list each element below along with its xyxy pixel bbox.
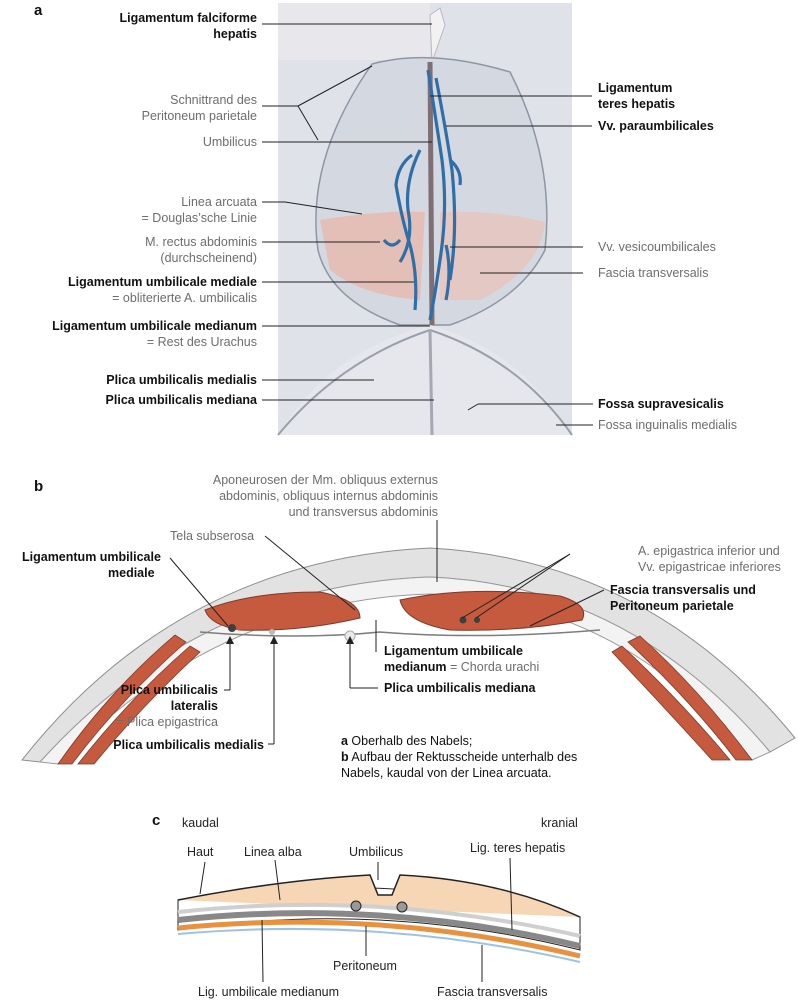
label-plica-medialis-b: Plica umbilicalis medialis [113, 737, 264, 753]
label-umbilicus: Umbilicus [203, 134, 257, 150]
label-plica-lateralis: Plica umbilicalis lateralis = Plica epig… [116, 682, 218, 730]
label-linea-arcuata: Linea arcuata = Douglas’sche Linie [142, 194, 257, 226]
caption-text: Nabels, kaudal von der Linea arcuata. [341, 766, 552, 780]
label-plica-mediana-b: Plica umbilicalis mediana [384, 680, 535, 696]
label-line: Fascia transversalis [598, 266, 709, 280]
label-haut: Haut [187, 845, 214, 859]
label-linea-alba: Linea alba [244, 845, 302, 859]
label-line: Vv. paraumbilicales [598, 119, 714, 133]
label-line: = Plica epigastrica [116, 715, 218, 729]
label-line: Peritoneum parietale [141, 109, 257, 123]
label-kranial: kranial [541, 816, 578, 830]
panel-c-letter: c [152, 812, 161, 829]
label-line: = Rest des Urachus [146, 335, 257, 349]
label-line: Fascia transversalis und [610, 583, 756, 597]
label-line: Ligamentum falciforme [119, 11, 257, 25]
label-line: Aponeurosen der Mm. obliquus externus [212, 473, 438, 487]
label-line: mediale [108, 566, 155, 580]
label-line: abdominis, obliquus internus abdominis [219, 489, 438, 503]
label-line: Linea arcuata [181, 195, 257, 209]
label-fossa-supravesicalis: Fossa supravesicalis [598, 396, 724, 412]
label-lig-teres: Ligamentum teres hepatis [598, 80, 675, 112]
panel-c-layers [177, 874, 581, 963]
label-fascia-transversalis-a: Fascia transversalis [598, 265, 708, 281]
label-lig-umb-mediale: Ligamentum umbilicale mediale = obliteri… [68, 274, 257, 306]
caption-letter: a [341, 734, 348, 748]
label-vv-vesicoumbilicales: Vv. vesicoumbilicales [598, 239, 716, 255]
label-line: = Douglas’sche Linie [141, 211, 257, 225]
label-line: Schnittrand des [170, 93, 257, 107]
label-fascia-transversalis-c: Fascia transversalis [437, 985, 548, 999]
label-line: Fossa inguinalis medialis [598, 418, 737, 432]
caption-text: Aufbau der Rektusscheide unterhalb des [348, 750, 578, 764]
label-lig-falciforme: Ligamentum falciforme hepatis [119, 10, 257, 42]
label-fascia-peritoneum: Fascia transversalis und Peritoneum pari… [610, 582, 756, 614]
label-line: hepatis [213, 27, 257, 41]
label-line: Vv. epigastricae inferiores [638, 560, 781, 574]
label-tela-subserosa: Tela subserosa [170, 528, 254, 544]
label-line: Peritoneum parietale [610, 599, 734, 613]
caption-letter: b [341, 750, 349, 764]
label-line: Ligamentum [598, 81, 673, 95]
label-vv-paraumbilicales: Vv. paraumbilicales [598, 118, 714, 134]
label-kaudal: kaudal [182, 816, 219, 830]
label-lig-umb-medianum: Ligamentum umbilicale medianum = Rest de… [52, 318, 257, 350]
label-line: Plica umbilicalis [120, 683, 218, 697]
panel-a-illustration [277, 3, 573, 436]
label-line: Tela subserosa [170, 529, 255, 543]
label-line: Vv. vesicoumbilicales [598, 240, 716, 254]
label-line: Plica umbilicalis medialis [106, 373, 257, 387]
label-lig-umb-medianum-b: Ligamentum umbilicale medianum = Chorda … [384, 643, 539, 675]
label-line: A. epigastrica inferior und [638, 544, 780, 558]
label-line: Ligamentum umbilicale [384, 644, 523, 658]
panel-a-letter: a [34, 2, 43, 19]
label-line: Plica umbilicalis medialis [113, 738, 264, 752]
label-schnittrand: Schnittrand des Peritoneum parietale [142, 92, 257, 124]
label-line: Umbilicus [202, 135, 257, 149]
panel-b-cross-section [21, 547, 796, 765]
label-umbilicus-c: Umbilicus [349, 845, 404, 859]
label-lig-umb-medianum-c: Lig. umbilicale medianum [198, 985, 340, 999]
label-line: M. rectus abdominis [145, 235, 257, 249]
label-line: lateralis [170, 699, 218, 713]
panel-b-letter: b [34, 478, 44, 495]
label-line: teres hepatis [598, 97, 676, 111]
caption-text: Oberhalb des Nabels; [347, 734, 473, 748]
label-line: (durchscheinend) [160, 251, 257, 265]
label-lig-umb-mediale-b: Ligamentum umbilicale mediale [22, 549, 161, 581]
label-plica-medialis: Plica umbilicalis medialis [106, 372, 257, 388]
label-peritoneum: Peritoneum [333, 959, 397, 973]
label-epigastrica: A. epigastrica inferior und Vv. epigastr… [638, 543, 781, 575]
label-line: Ligamentum umbilicale [22, 550, 161, 564]
label-line: Fossa supravesicalis [598, 397, 724, 411]
label-line: und transversus abdominis [288, 505, 438, 519]
figure-caption: a Oberhalb des Nabels; b Aufbau der Rekt… [341, 733, 577, 781]
label-plica-mediana: Plica umbilicalis mediana [106, 392, 257, 408]
label-lig-teres-c: Lig. teres hepatis [470, 841, 566, 855]
label-line: = Chorda urachi [450, 660, 540, 674]
label-line: Plica umbilicalis mediana [105, 393, 257, 407]
label-fossa-inguinalis: Fossa inguinalis medialis [598, 417, 737, 433]
label-line: Ligamentum umbilicale mediale [68, 275, 257, 289]
label-line: = obliterierte A. umbilicalis [112, 291, 257, 305]
label-line: medianum [384, 660, 447, 674]
label-line: Ligamentum umbilicale medianum [52, 319, 257, 333]
label-aponeurosen: Aponeurosen der Mm. obliquus externus ab… [213, 472, 438, 520]
label-rectus: M. rectus abdominis (durchscheinend) [145, 234, 257, 266]
label-line: Plica umbilicalis mediana [384, 681, 536, 695]
